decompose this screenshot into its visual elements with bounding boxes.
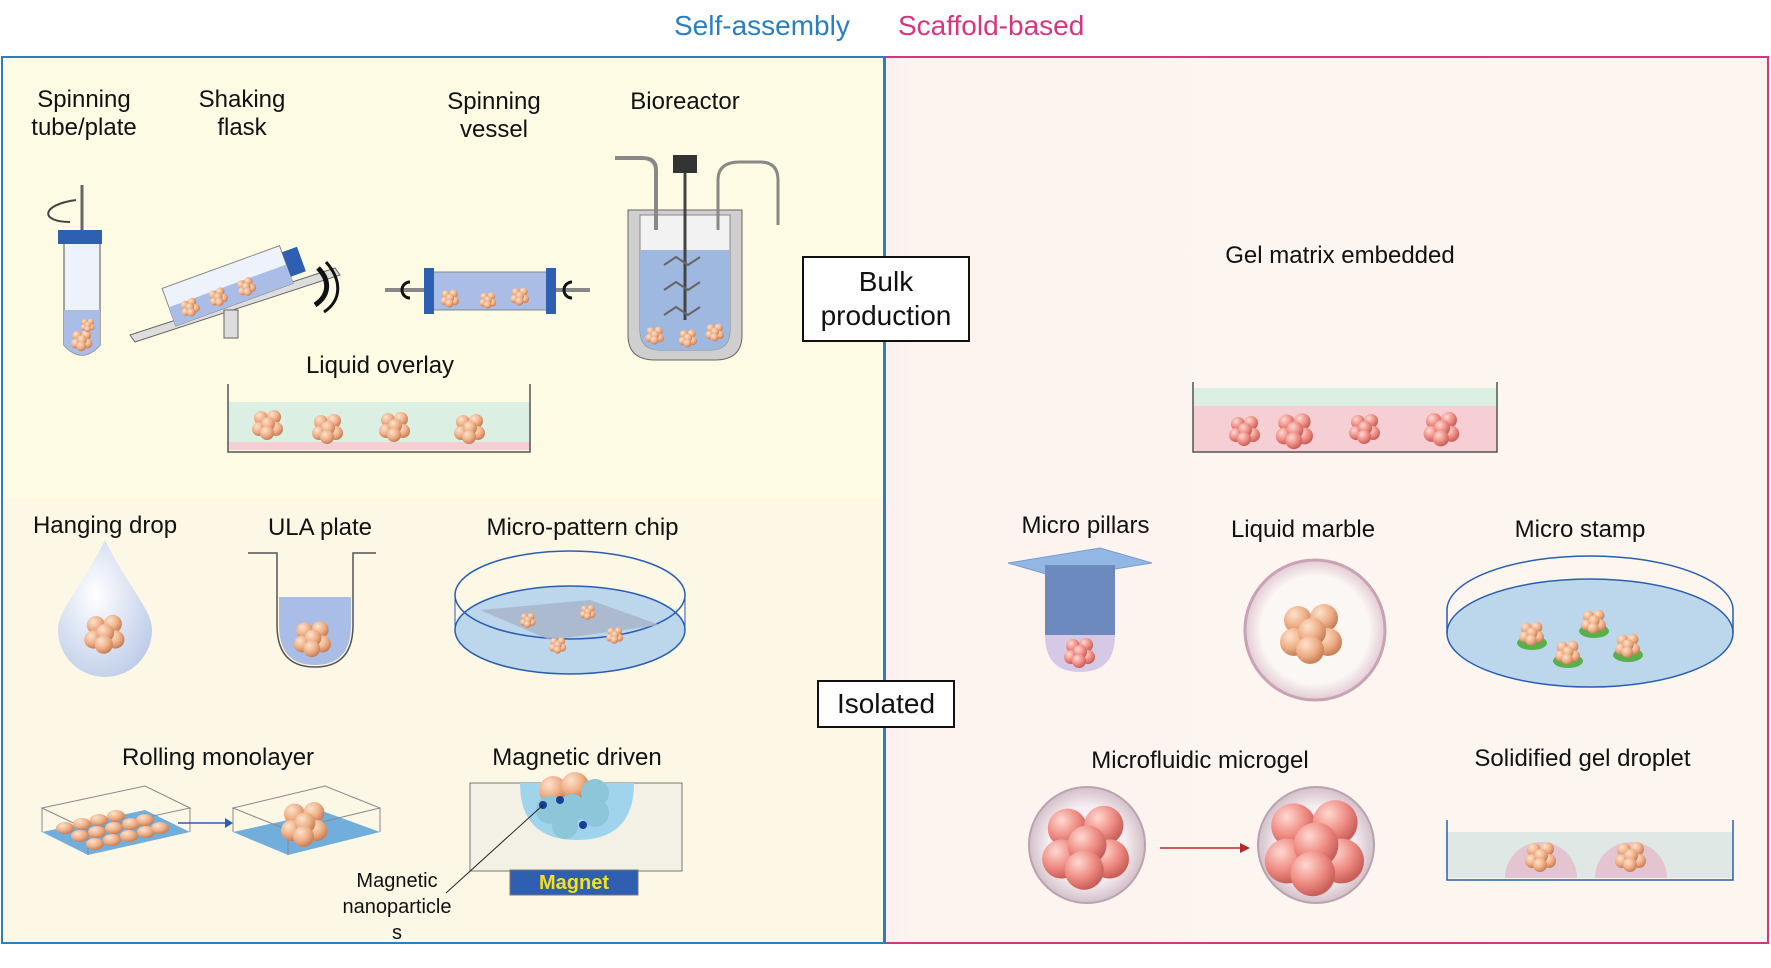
solidified-gel-droplet-illustration	[1446, 820, 1734, 881]
magnetic-driven-label: Magnetic driven	[492, 744, 662, 771]
isolated-box: Isolated	[817, 680, 955, 728]
shaking-flask-label: Shaking flask	[198, 86, 286, 141]
micro-pillars-illustration	[1007, 547, 1153, 672]
spinning-tube-label: Spinning tube/plate	[31, 86, 137, 141]
spinning-tube-illustration	[47, 185, 102, 356]
bulk-production-box: Bulk production	[802, 256, 970, 342]
gel-matrix-illustration	[1192, 382, 1498, 453]
magnet-label: Magnet	[539, 872, 609, 894]
liquid-marble-illustration	[1243, 558, 1387, 702]
micro-pattern-chip-illustration	[454, 550, 686, 675]
rolling-monolayer-illustration	[40, 785, 382, 855]
gel-matrix-label: Gel matrix embedded	[1225, 242, 1455, 269]
micro-stamp-illustration	[1446, 555, 1734, 688]
spinning-vessel-label: Spinning vessel	[447, 88, 541, 143]
micro-pillars-label: Micro pillars	[1021, 512, 1150, 539]
liquid-marble-label: Liquid marble	[1230, 516, 1376, 543]
spinning-vessel-illustration	[385, 268, 590, 314]
solidified-gel-label: Solidified gel droplet	[1474, 745, 1691, 772]
microfluidic-microgel-illustration	[1028, 786, 1375, 904]
panel-divider	[884, 56, 886, 944]
shaking-flask-illustration	[129, 245, 341, 343]
hanging-drop-illustration	[58, 540, 152, 677]
rolling-monolayer-label: Rolling monolayer	[121, 744, 315, 771]
liquid-overlay-illustration	[227, 384, 531, 453]
hanging-drop-label: Hanging drop	[32, 512, 178, 539]
nanoparticles-label: Magnetic nanoparticle s	[342, 870, 452, 944]
scaffold-based-header: Scaffold-based	[898, 10, 1085, 41]
liquid-overlay-label: Liquid overlay	[305, 352, 455, 379]
self-assembly-header: Self-assembly	[674, 10, 850, 41]
ula-plate-label: ULA plate	[267, 514, 373, 541]
microfluidic-microgel-label: Microfluidic microgel	[1091, 747, 1309, 774]
magnetic-driven-illustration	[445, 772, 683, 896]
ula-plate-illustration	[248, 552, 376, 668]
bioreactor-label: Bioreactor	[630, 88, 740, 115]
micro-pattern-label: Micro-pattern chip	[486, 514, 679, 541]
self-assembly-panel	[1, 56, 885, 944]
bioreactor-illustration	[615, 155, 780, 361]
micro-stamp-label: Micro stamp	[1514, 516, 1646, 543]
